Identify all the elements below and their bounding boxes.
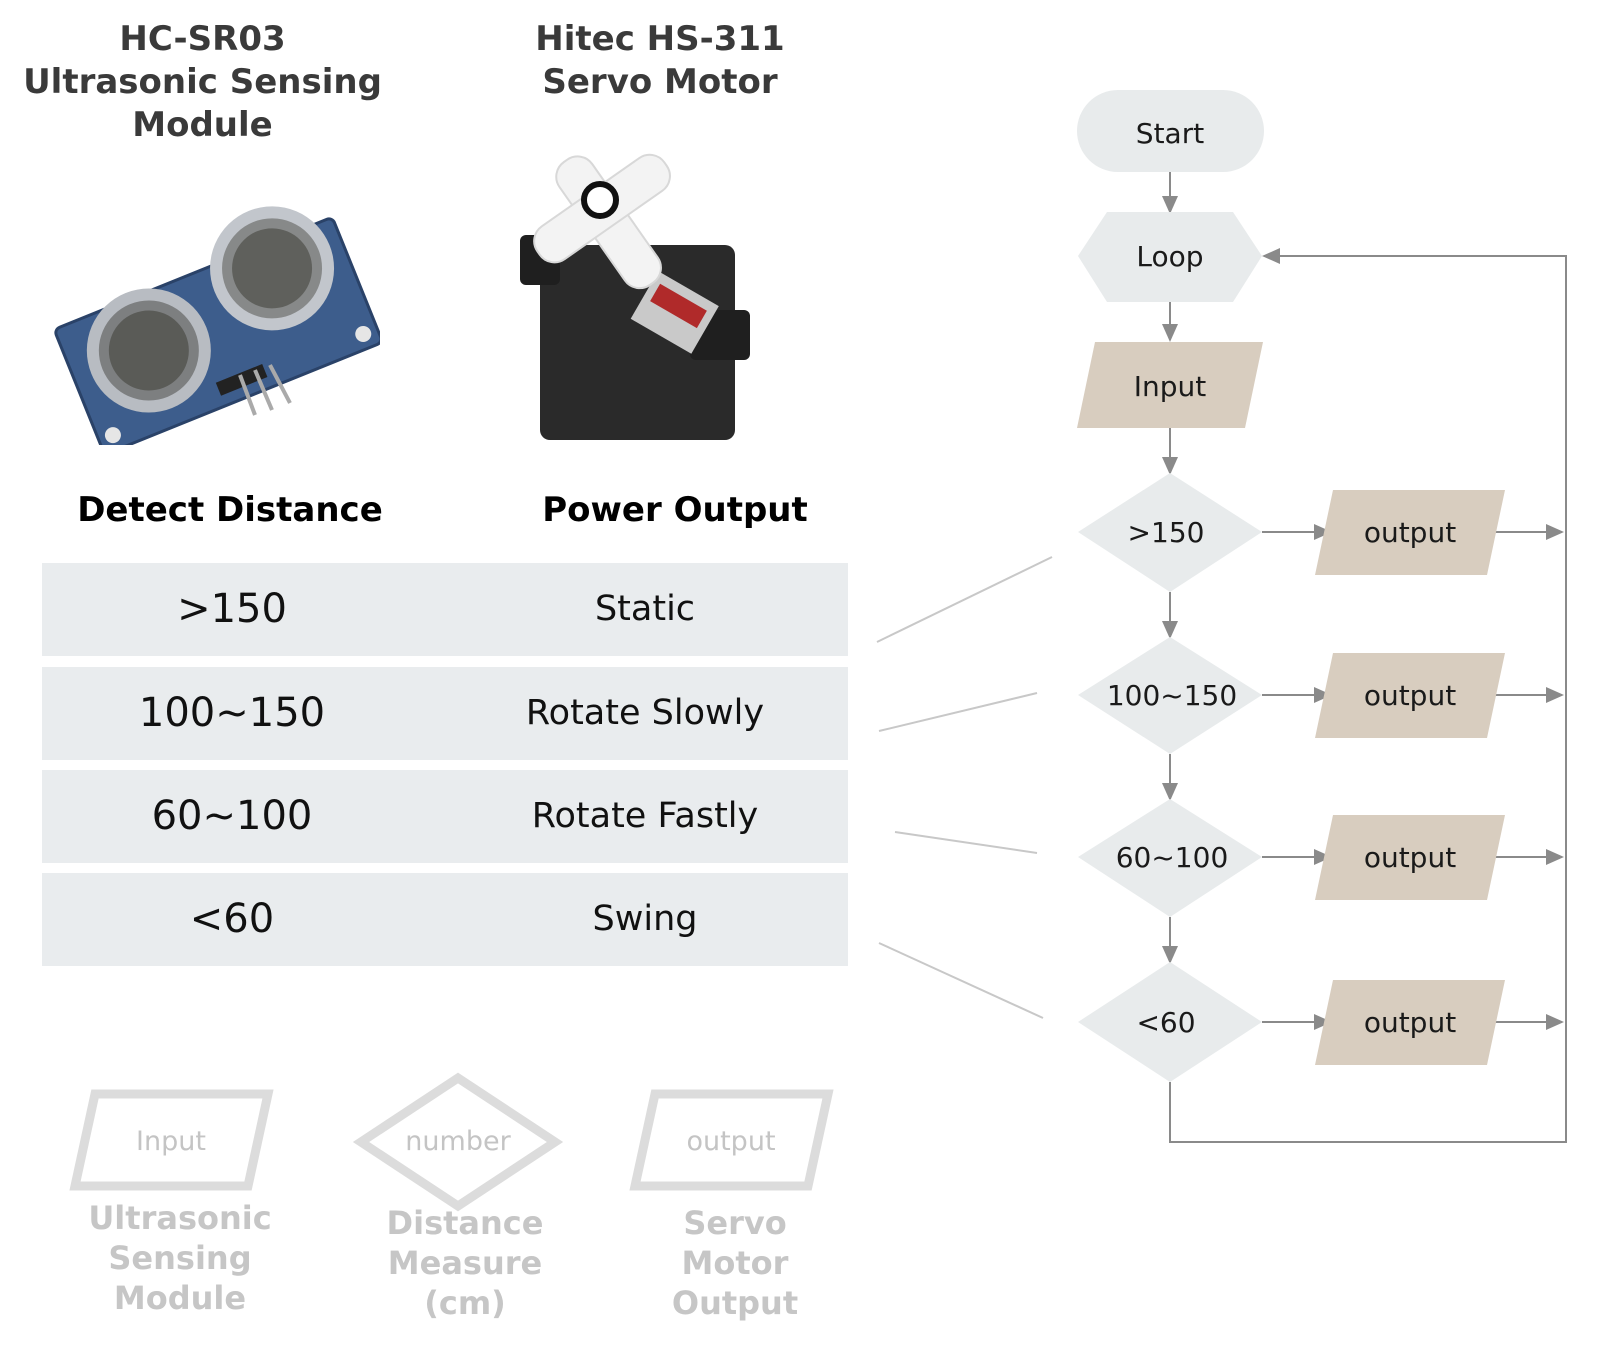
decision-label: 60~100 <box>1116 841 1229 874</box>
distance-cell: 60~100 <box>151 793 313 839</box>
start-terminal <box>1077 90 1264 172</box>
power-output-header: Power Output <box>542 490 808 530</box>
legend-caption-line: Servo <box>683 1204 787 1242</box>
distance-cell: 100~150 <box>138 690 326 736</box>
detect-distance-header: Detect Distance <box>77 490 383 530</box>
input-parallelogram <box>1077 342 1263 428</box>
decision-diamond <box>1078 637 1262 754</box>
start-label: Start <box>1136 117 1204 150</box>
distance-cell: >150 <box>177 586 287 632</box>
table-row: <60 Swing <box>42 873 848 966</box>
loop-hexagon <box>1078 212 1262 302</box>
legend-output-shape <box>629 1089 834 1191</box>
distance-cell: <60 <box>189 896 275 942</box>
ultrasonic-sensor-image <box>54 206 380 445</box>
servo-title-line-1: Hitec HS-311 <box>535 19 785 59</box>
legend-input-shape <box>69 1089 274 1191</box>
legend-caption-line: Sensing <box>108 1239 252 1277</box>
output-label: output <box>1364 679 1456 712</box>
legend-caption-sensor: Ultrasonic Sensing Module <box>60 1198 300 1318</box>
servo-title-line-2: Servo Motor <box>542 62 778 102</box>
output-cell: Static <box>594 589 696 629</box>
decision-label: >150 <box>1128 516 1205 549</box>
output-parallelogram <box>1315 980 1505 1065</box>
output-cell: Rotate Fastly <box>531 796 759 836</box>
legend-caption-line: Module <box>113 1279 247 1317</box>
legend-caption-line: Output <box>671 1284 799 1322</box>
loop-label: Loop <box>1136 240 1203 273</box>
decision-diamond <box>1078 962 1262 1082</box>
legend-input-label: Input <box>136 1126 206 1157</box>
decision-diamond <box>1078 473 1262 592</box>
sensor-title-line-3: Module <box>132 105 273 145</box>
legend-number-label: number <box>405 1126 511 1157</box>
output-parallelogram <box>1315 815 1505 900</box>
table-row: 100~150 Rotate Slowly <box>42 667 848 760</box>
decision-diamond <box>1078 799 1262 917</box>
decision-label: <60 <box>1136 1006 1195 1039</box>
sensor-title-line-1: HC-SR03 <box>119 19 286 59</box>
connector-line <box>894 831 1038 854</box>
connector-line <box>878 942 1044 1019</box>
legend-number-shape <box>352 1072 564 1212</box>
legend-caption-line: Ultrasonic <box>88 1199 272 1237</box>
servo-motor-image <box>520 153 750 440</box>
output-label: output <box>1364 516 1456 549</box>
legend-caption-line: (cm) <box>424 1284 506 1322</box>
output-cell: Rotate Slowly <box>525 693 765 733</box>
table-row: 60~100 Rotate Fastly <box>42 770 848 863</box>
legend-caption-servo: Servo Motor Output <box>615 1203 855 1323</box>
output-cell: Swing <box>592 899 698 939</box>
legend-caption-line: Distance <box>386 1204 544 1242</box>
legend-caption-distance: Distance Measure (cm) <box>345 1203 585 1323</box>
decision-label: 100~150 <box>1107 679 1237 712</box>
output-parallelogram <box>1315 490 1505 575</box>
sensor-title-line-2: Ultrasonic Sensing <box>23 62 382 102</box>
table-row: >150 Static <box>42 563 848 656</box>
connector-line <box>876 556 1053 643</box>
legend-output-label: output <box>686 1126 775 1157</box>
output-label: output <box>1364 1006 1456 1039</box>
sensor-title: HC-SR03 Ultrasonic Sensing Module <box>20 18 385 147</box>
output-label: output <box>1364 841 1456 874</box>
connector-line <box>878 692 1038 732</box>
output-parallelogram <box>1315 653 1505 738</box>
input-label: Input <box>1134 370 1207 403</box>
legend-caption-line: Measure <box>387 1244 543 1282</box>
legend-caption-line: Motor <box>681 1244 789 1282</box>
servo-title: Hitec HS-311 Servo Motor <box>510 18 810 104</box>
